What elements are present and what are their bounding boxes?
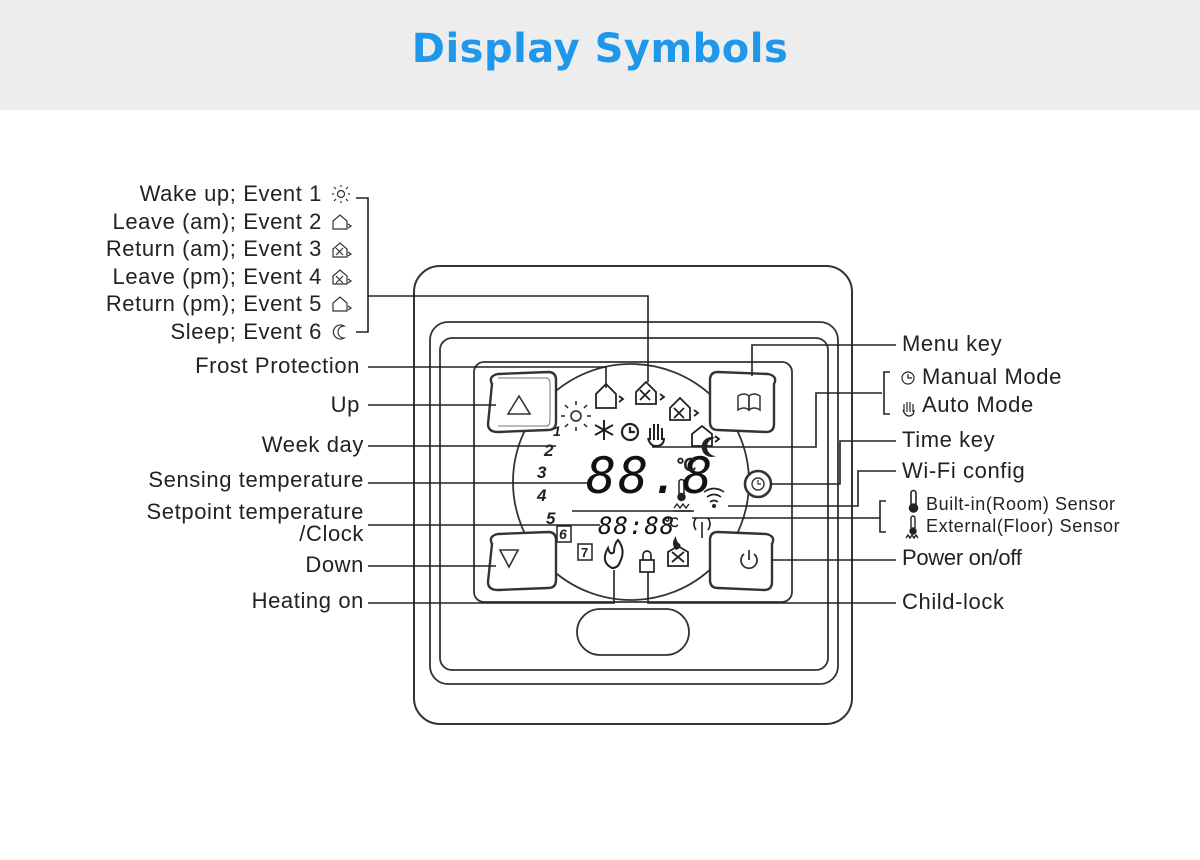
hand-icon (647, 424, 665, 448)
house-leave-icon (332, 269, 353, 285)
leader-lines (356, 197, 896, 604)
event-3-label: Return (am); Event 3 (105, 236, 322, 261)
inner-frame (439, 337, 829, 671)
up-label: Up (330, 392, 360, 417)
wifi-config-label: Wi-Fi config (902, 458, 1026, 483)
event-icons (332, 185, 353, 340)
main-unit: ℃ (676, 455, 697, 475)
page-title: Display Symbols (411, 26, 789, 72)
down-arrow-icon (498, 549, 520, 569)
event-6-label: Sleep; Event 6 (170, 319, 322, 344)
weekday-1: 1 (553, 423, 562, 439)
moon-icon (701, 437, 716, 457)
event-4-label: Leave (pm); Event 4 (112, 264, 322, 289)
weekday-7-box (577, 543, 593, 561)
menu-key-label: Menu key (902, 331, 1003, 356)
power-button[interactable] (708, 530, 775, 592)
clock-label: /Clock (299, 521, 364, 546)
clock-digits: 88:88 (598, 512, 676, 540)
up-button[interactable] (486, 370, 558, 434)
house-return-icon (332, 296, 353, 312)
clock-unit: ℃ (664, 515, 679, 530)
sun-icon (332, 185, 350, 203)
power-label: Power on/off (902, 545, 1022, 570)
antenna-icon (693, 517, 711, 538)
header-bar: Display Symbols (0, 0, 1200, 110)
house-leave-icon (691, 424, 721, 447)
middle-frame (429, 321, 839, 685)
time-key-button[interactable] (743, 469, 773, 499)
event-5-label: Return (pm); Event 5 (105, 291, 322, 316)
down-button[interactable] (486, 530, 558, 592)
moon-icon (332, 324, 347, 340)
weekday-3: 3 (537, 463, 548, 482)
frost-protection-label: Frost Protection (195, 353, 360, 378)
room-sensor-thermometer-icon (908, 489, 919, 513)
time-key-label: Time key (902, 427, 996, 452)
book-icon (737, 393, 761, 412)
weekday-6: 6 (559, 526, 568, 542)
thermometer-icon (677, 478, 686, 502)
house-leave-icon (595, 382, 625, 409)
sun-icon (561, 401, 591, 431)
house-leave-icon (332, 214, 353, 230)
heating-flame-icon (603, 538, 624, 570)
padlock-icon (639, 550, 655, 573)
manual-mode-label: Manual Mode (922, 364, 1062, 389)
heating-on-label: Heating on (251, 588, 364, 613)
house-return-icon (635, 380, 666, 405)
menu-button[interactable] (708, 370, 777, 434)
week-day-label: Week day (261, 432, 364, 457)
power-icon (740, 550, 758, 570)
bottom-slot (576, 608, 690, 656)
house-return-icon (669, 396, 700, 421)
button-panel (473, 361, 793, 603)
vacation-icon (667, 544, 689, 567)
weekday-4: 4 (537, 486, 548, 505)
weekday-2: 2 (544, 441, 555, 460)
up-arrow-icon (506, 394, 532, 415)
house-return-icon (332, 242, 353, 258)
setpoint-temperature-label: Setpoint temperature (146, 499, 364, 524)
weekday-5: 5 (546, 509, 557, 528)
child-lock-label: Child-lock (902, 589, 1005, 614)
manual-mode-clock-icon (901, 371, 915, 385)
down-label: Down (305, 552, 364, 577)
clock-icon (751, 477, 765, 491)
event-2-label: Leave (am); Event 2 (112, 209, 322, 234)
floor-sensor-label: External(Floor) Sensor (926, 516, 1121, 536)
weekday-7: 7 (581, 545, 589, 560)
event-1-label: Wake up; Event 1 (139, 181, 322, 206)
weekday-6-box (556, 525, 572, 543)
auto-mode-hand-icon (902, 402, 915, 417)
snowflake-icon (594, 420, 614, 440)
wifi-icon (703, 487, 725, 508)
outer-frame (413, 265, 853, 725)
auto-mode-label: Auto Mode (922, 392, 1034, 417)
floor-sensor-thermometer-icon (905, 515, 919, 540)
main-temperature-digits: 88.8 (586, 447, 715, 505)
sensing-temperature-label: Sensing temperature (148, 467, 364, 492)
room-sensor-label: Built-in(Room) Sensor (926, 494, 1116, 514)
manual-clock-icon (620, 422, 640, 442)
